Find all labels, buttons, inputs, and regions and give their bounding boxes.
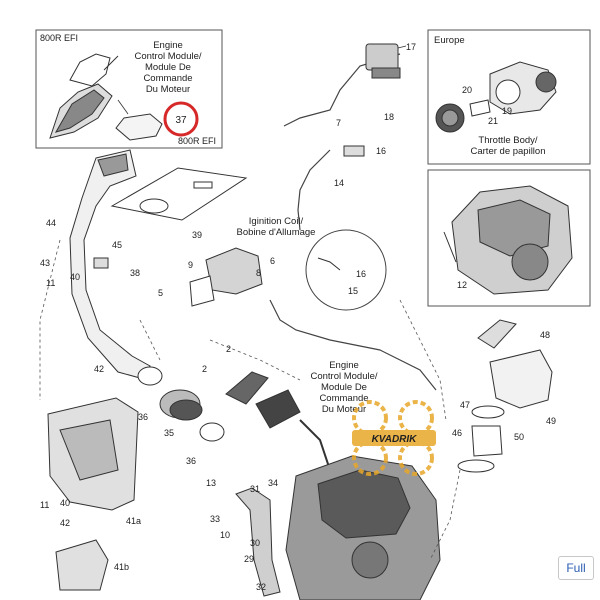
part-label-50: 50 bbox=[514, 432, 524, 442]
ecm-label-4: Commande bbox=[319, 393, 368, 404]
leader-line bbox=[117, 99, 129, 115]
part-label-42-upper: 42 bbox=[94, 364, 104, 374]
inset-800r-module-line-4: Commande bbox=[143, 73, 192, 84]
part-label-16-lower: 16 bbox=[356, 269, 366, 279]
ignition-coil-label-2: Bobine d'Allumage bbox=[237, 227, 316, 238]
part-label-14: 14 bbox=[334, 178, 344, 188]
part-label-2-upper: 2 bbox=[226, 344, 231, 354]
part-label-39: 39 bbox=[192, 230, 202, 240]
inset-engine: 12 bbox=[427, 169, 591, 307]
part-label-40-lower: 40 bbox=[60, 498, 70, 508]
assembly-dashed-lines bbox=[39, 239, 461, 561]
panel-41a-drawing bbox=[47, 397, 139, 511]
part-label-45: 45 bbox=[112, 240, 122, 250]
inset-800r-module-line-5: Du Moteur bbox=[146, 84, 190, 95]
boot-clamps-drawing bbox=[137, 366, 225, 442]
part-label-2-lower: 2 bbox=[202, 364, 207, 374]
bracket-drawing bbox=[93, 257, 109, 269]
part-label-21: 21 bbox=[488, 116, 498, 126]
panel-41b-drawing bbox=[55, 539, 109, 591]
inset-800r-module-line-2: Control Module/ bbox=[134, 51, 201, 62]
part-label-10: 10 bbox=[220, 530, 230, 540]
part-label-12: 12 bbox=[457, 280, 467, 290]
part-label-17: 17 bbox=[406, 42, 416, 52]
kvadrik-watermark-text: KVADRIK bbox=[372, 434, 418, 445]
detail-circle bbox=[305, 229, 387, 311]
part-label-41b: 41b bbox=[114, 562, 129, 572]
part-label-9: 9 bbox=[188, 260, 193, 270]
ecm-label-2: Control Module/ bbox=[310, 371, 377, 382]
engine-drawing bbox=[443, 185, 573, 295]
part-label-11-upper: 11 bbox=[46, 278, 55, 288]
part-label-34: 34 bbox=[268, 478, 278, 488]
part-label-49: 49 bbox=[546, 416, 556, 426]
ignition-coil-label-1: Iginition Coil/ bbox=[249, 216, 304, 227]
ecm-label-1: Engine bbox=[329, 360, 359, 371]
sensor-17-drawing bbox=[365, 43, 401, 79]
part-label-44: 44 bbox=[46, 218, 56, 228]
detail-connector bbox=[317, 257, 341, 271]
leader-line bbox=[397, 45, 407, 49]
part-label-15: 15 bbox=[348, 286, 358, 296]
part-label-11-lower: 11 bbox=[40, 500, 49, 510]
part-label-40-upper: 40 bbox=[70, 272, 80, 282]
inset-800r-variant-label: 800R EFI bbox=[40, 33, 78, 43]
part-label-29: 29 bbox=[244, 554, 254, 564]
part-label-5: 5 bbox=[158, 288, 163, 298]
inset-800r-efi: 800R EFI Engine Control Module/ Module D… bbox=[35, 29, 223, 149]
part-label-36-lower: 36 bbox=[186, 456, 196, 466]
part-label-43: 43 bbox=[40, 258, 50, 268]
sensor-14-drawing bbox=[343, 145, 365, 157]
part-label-47-upper: 47 bbox=[460, 400, 470, 410]
part-label-37: 37 bbox=[175, 115, 187, 126]
inset-800r-bottom-label: 800R EFI bbox=[178, 136, 216, 146]
inset-europe-caption-1: Throttle Body/ bbox=[478, 135, 537, 146]
ecm-label-5: Du Moteur bbox=[322, 404, 366, 415]
full-view-button[interactable]: Full bbox=[558, 556, 594, 580]
inset-800r-module-drawing bbox=[49, 53, 119, 139]
airbox-drawing bbox=[457, 319, 553, 473]
part-label-46: 46 bbox=[452, 428, 462, 438]
throttle-body-drawing bbox=[435, 61, 557, 133]
part-37-bracket bbox=[115, 113, 163, 141]
part-label-48: 48 bbox=[540, 330, 550, 340]
part-label-32: 32 bbox=[256, 582, 266, 592]
part-label-16-upper: 16 bbox=[376, 146, 386, 156]
inset-europe-caption-2: Carter de papillon bbox=[471, 146, 546, 157]
part-label-36-left: 36 bbox=[138, 412, 148, 422]
ecm-label-3: Module De bbox=[321, 382, 367, 393]
part-label-6: 6 bbox=[270, 256, 275, 266]
inset-europe: Europe 20 19 21 Throttle Body/ Carter de… bbox=[427, 29, 591, 165]
part-label-19: 19 bbox=[502, 106, 512, 116]
engine-main-drawing bbox=[235, 455, 441, 600]
part-label-33: 33 bbox=[210, 514, 220, 524]
ecm-drawing bbox=[225, 371, 332, 481]
part-label-8: 8 bbox=[256, 268, 261, 278]
ignition-coil-drawing bbox=[189, 247, 263, 307]
part-label-7: 7 bbox=[336, 118, 341, 128]
part-label-35: 35 bbox=[164, 428, 174, 438]
intake-duct-38-drawing bbox=[69, 149, 151, 379]
gasket-39-drawing bbox=[110, 167, 248, 221]
inset-800r-module-line-1: Engine bbox=[153, 40, 183, 51]
part-label-31: 31 bbox=[250, 484, 260, 494]
part-label-20: 20 bbox=[462, 85, 472, 95]
part-label-41a: 41a bbox=[126, 516, 141, 526]
part-label-42-lower: 42 bbox=[60, 518, 70, 528]
kvadrik-watermark bbox=[352, 400, 436, 476]
part-label-13: 13 bbox=[206, 478, 216, 488]
part-label-38: 38 bbox=[130, 268, 140, 278]
part-label-18: 18 bbox=[384, 112, 394, 122]
inset-europe-title: Europe bbox=[434, 35, 465, 46]
highlight-circle-37 bbox=[163, 101, 199, 137]
inset-800r-module-line-3: Module De bbox=[145, 62, 191, 73]
part-label-30: 30 bbox=[250, 538, 260, 548]
